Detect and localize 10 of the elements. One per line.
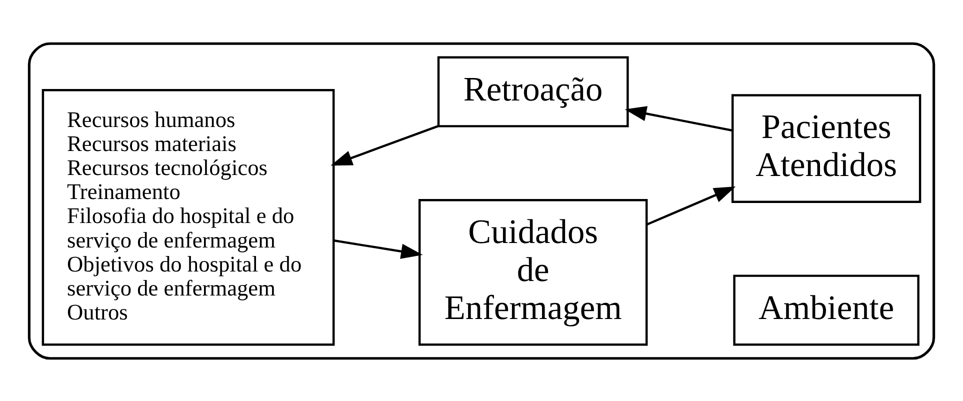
node-box: Pacientes Atendidos (731, 94, 922, 202)
arrow (334, 238, 423, 258)
cluster (28, 42, 936, 360)
node-box: Cuidados de Enfermagem (418, 198, 648, 346)
node-box: Retroação (437, 56, 629, 127)
arrow (646, 186, 736, 226)
node-box: Recursos humanos Recursos materiais Recursos tecnológicos Treinamento Filosofia do hospital e do serviço de enfermagem Objetivos do hospital e do serviço de enfermagem Outros (42, 88, 335, 346)
arrow (624, 106, 733, 132)
node-box: Ambiente (733, 274, 920, 346)
arrow (330, 124, 439, 166)
